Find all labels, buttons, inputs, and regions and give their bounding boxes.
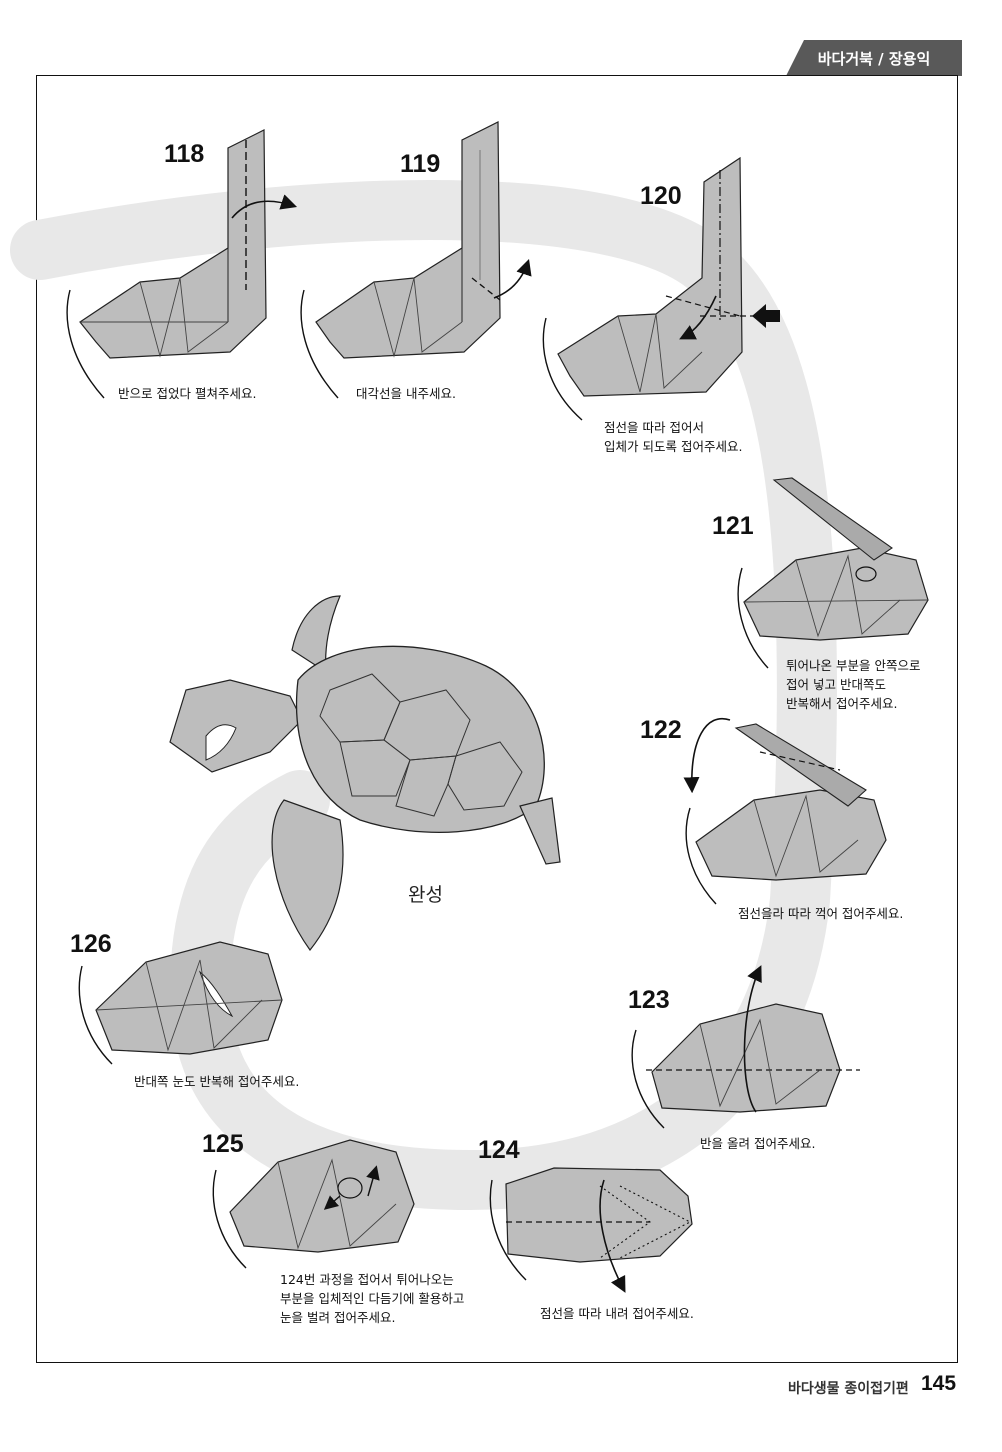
completed-turtle-model [169,595,561,951]
step-caption-124: 점선을 따라 내려 접어주세요. [540,1306,694,1321]
step-120-model [542,156,780,421]
step-number-122: 122 [640,716,682,744]
step-122-model [683,717,887,905]
step-caption-120: 점선을 따라 접어서 입체가 되도록 접어주세요. [604,420,743,454]
step-121-model [737,477,929,669]
step-124-model [489,1167,693,1293]
step-caption-119: 대각선을 내주세요. [356,386,456,401]
section-title: 바다거북 / 장용익 [817,49,931,68]
step-caption-122: 점선을라 따라 꺽어 접어주세요. [738,906,904,921]
footer-page-number: 145 [921,1372,957,1395]
step-caption-118: 반으로 접었다 펼쳐주세요. [118,386,257,401]
step-number-125: 125 [202,1130,244,1158]
completion-label: 완성 [408,884,443,906]
step-123-model [631,965,860,1129]
step-number-124: 124 [478,1136,520,1164]
step-118-model [66,129,298,399]
step-126-model [78,941,283,1065]
step-number-123: 123 [628,986,670,1014]
step-125-model [212,1139,415,1269]
footer-book-title: 바다생물 종이접기편 [788,1381,909,1397]
step-caption-123: 반을 올려 접어주세요. [700,1136,816,1151]
step-119-model [300,121,532,399]
section-title-tab: 바다거북 / 장용익 [786,40,962,76]
step-caption-125: 124번 과정을 접어서 튀어나오는 부분을 입체적인 다듬기에 활용하고 눈을… [280,1272,465,1325]
step-caption-121: 튀어나온 부분을 안쪽으로 접어 넣고 반대쪽도 반복해서 접어주세요. [786,658,921,711]
step-number-119: 119 [400,150,441,178]
step-caption-126: 반대쪽 눈도 반복해 접어주세요. [134,1074,300,1089]
push-arrow-icon [752,304,780,328]
step-number-120: 120 [640,182,682,210]
step-number-121: 121 [712,512,754,540]
step-number-118: 118 [164,140,205,168]
step-number-126: 126 [70,930,112,958]
page-frame [36,75,958,1363]
